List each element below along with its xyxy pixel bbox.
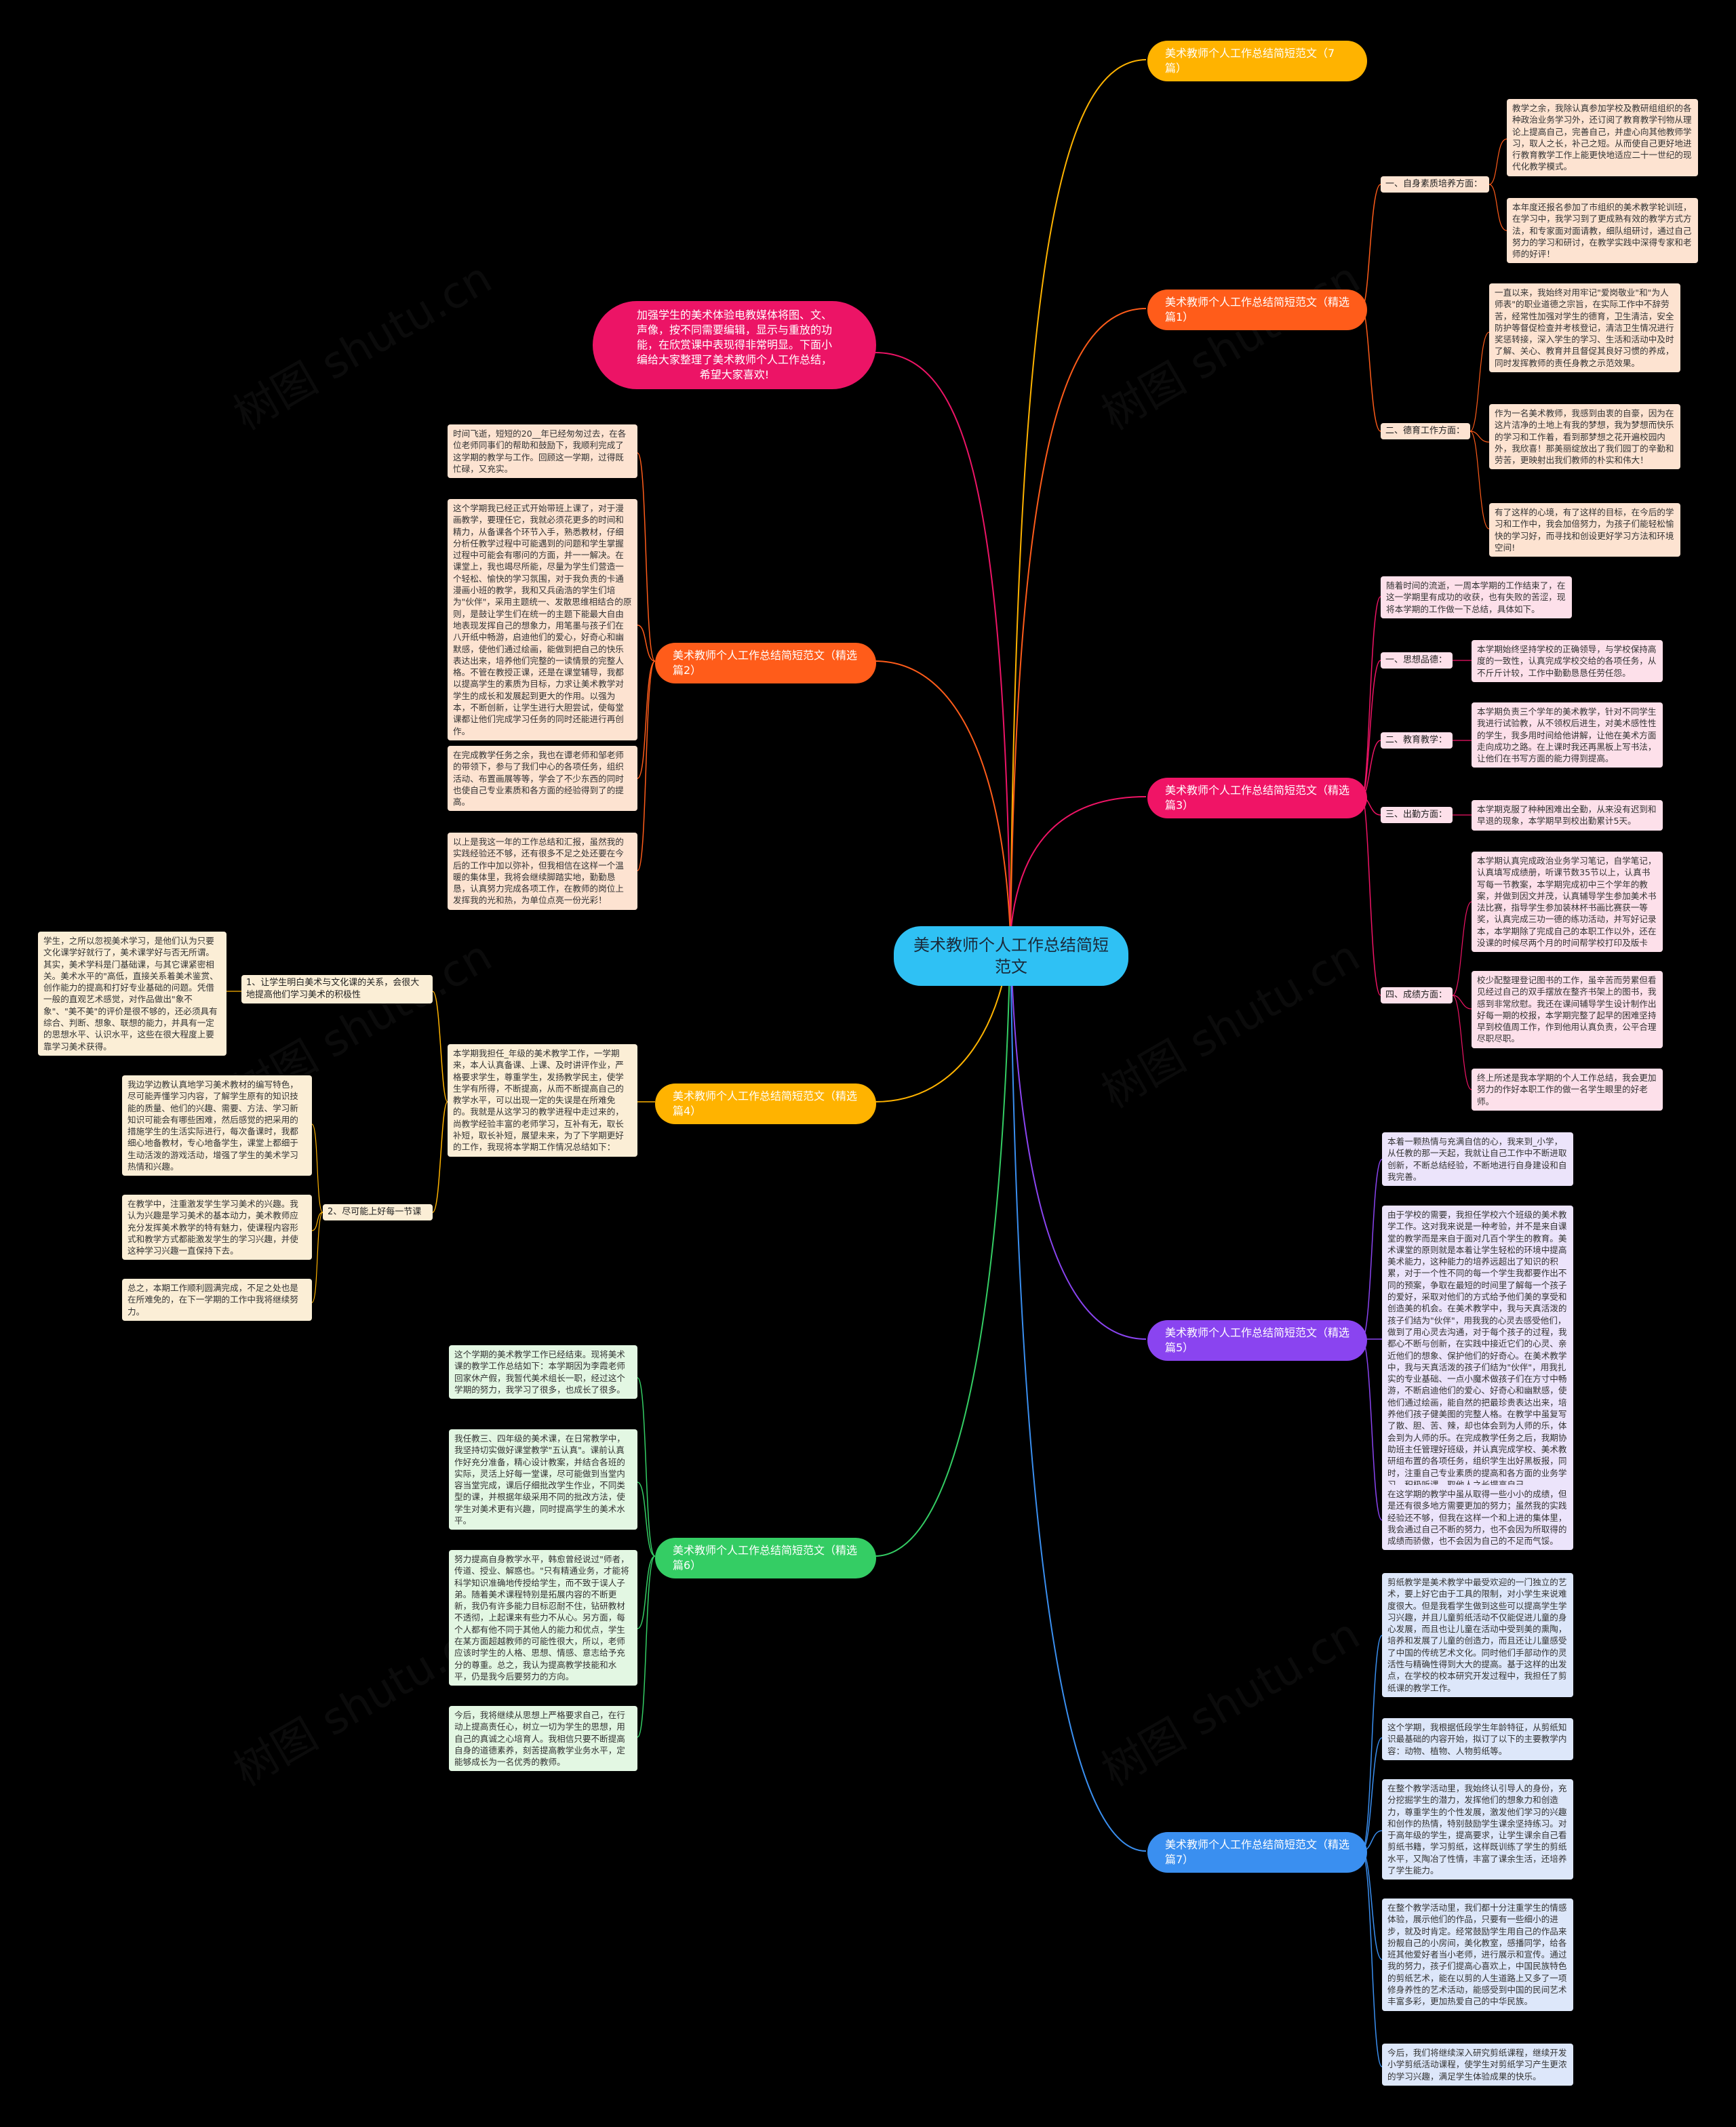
- b3-section-attendance[interactable]: 三、出勤方面：: [1381, 807, 1453, 823]
- b4-main-text: 本学期我担任_年级的美术教学工作，一学期来，本人认真备课、上课、及时讲评作业，严…: [448, 1044, 637, 1157]
- b2-text-1: 时间飞逝，短短的20__年已经匆匆过去，在各位老师同事们的帮助和鼓励下，我顺利完…: [448, 424, 637, 479]
- b7-text-3: 在整个教学活动里，我始终认引导人的身份，充分挖掘学生的潜力，发挥他们的想象力和创…: [1382, 1779, 1573, 1880]
- b6-text-4: 今后，我将继续从思想上严格要求自己，在行动上提高责任心，树立一切为学生的思想，用…: [449, 1706, 637, 1772]
- b5-text-1: 本着一颗热情与充满自信的心，我来到_小学，从任教的那一天起，我就让自己工作中不断…: [1382, 1132, 1573, 1187]
- b4-lesson-text-3: 总之，本期工作顺利圆满完成，不足之处也是在所难免的，在下一学期的工作中我将继续努…: [122, 1279, 312, 1321]
- b5-text-3: 在这学期的教学中虽从取得一些小小的成绩，但是还有很多地方需要更加的努力；虽然我的…: [1382, 1485, 1573, 1551]
- branch-essay-1[interactable]: 美术教师个人工作总结简短范文（精选篇1）: [1147, 290, 1367, 330]
- b6-text-3: 努力提高自身教学水平，韩愈曾经说过"师者，传道、授业、解惑也。"只有精通业务，才…: [449, 1550, 637, 1686]
- branch-essay-5[interactable]: 美术教师个人工作总结简短范文（精选篇5）: [1147, 1320, 1367, 1361]
- b4-lesson-text-1: 我边学边教认真地学习美术教材的编写特色，尽可能弄懂学习内容，了解学生原有的知识技…: [122, 1075, 312, 1176]
- b4-section-every-lesson[interactable]: 2、尽可能上好每一节课: [323, 1204, 433, 1220]
- b3-achievement-text-2: 校少配整理登记图书的工作，虽辛苦而劳累但看见经过自己的双手摆放在整齐书架上的图书…: [1472, 971, 1663, 1048]
- b2-text-2: 这个学期我已经正式开始带班上课了，对于漫画教学，要理任它，我就必须花更多的时间和…: [448, 499, 637, 740]
- branch-essay-3[interactable]: 美术教师个人工作总结简短范文（精选篇3）: [1147, 778, 1367, 818]
- b5-text-2: 由于学校的需要，我担任学校六个班级的美术教学工作。这对我来说是一种考验，并不是来…: [1382, 1206, 1573, 1494]
- b1-section-moral[interactable]: 二、德育工作方面：: [1381, 423, 1470, 439]
- b3-section-teaching[interactable]: 二、教育教学：: [1381, 732, 1453, 749]
- b4-section-motivation[interactable]: 1、让学生明白美术与文化课的关系，会很大地提高他们学习美术的积极性: [241, 975, 433, 1003]
- b2-text-4: 以上是我这一年的工作总结和汇报，虽然我的实践经验还不够，还有很多不足之处还要在今…: [448, 833, 637, 910]
- b2-text-3: 在完成教学任务之余，我也在谭老师和邹老师的带领下，参与了我们中心的各项任务，组织…: [448, 746, 637, 812]
- b3-teaching-text: 本学期负责三个学年的美术教学，针对不同学生我进行试验教，从不领权后进生，对美术感…: [1472, 702, 1663, 768]
- b3-achievement-text-3: 终上所述是我本学期的个人工作总结，我会更加努力的作好本职工作的做一名学生眼里的好…: [1472, 1069, 1663, 1111]
- b7-text-1: 剪纸教学是美术教学中最受欢迎的一门独立的艺术，要上好它由于工具的限制，对小学生来…: [1382, 1573, 1573, 1697]
- b1-section-self-quality[interactable]: 一、自身素质培养方面：: [1381, 176, 1489, 193]
- b7-text-2: 这个学期，我根据低段学生年龄特征，从剪纸知识最基础的内容开始，拟订了以下的主要教…: [1382, 1718, 1573, 1760]
- root-topic[interactable]: 美术教师个人工作总结简短范文: [894, 926, 1128, 986]
- b3-section-ethics[interactable]: 一、思想品德：: [1381, 652, 1453, 669]
- b3-attendance-text: 本学期克服了种种困难出全勤，从来没有迟到和早退的现象，本学期早到校出勤累计5天。: [1472, 800, 1663, 831]
- branch-essay-6[interactable]: 美术教师个人工作总结简短范文（精选篇6）: [655, 1538, 876, 1578]
- branch-essay-2[interactable]: 美术教师个人工作总结简短范文（精选篇2）: [655, 643, 876, 683]
- b3-intro: 随着时间的流逝，一周本学期的工作结束了，在这一学期里有成功的收获，也有失败的苦涩…: [1381, 576, 1572, 618]
- b3-achievement-text-1: 本学期认真完成政治业务学习笔记，自学笔记，认真填写成绩册，听课节数35节以上，认…: [1472, 852, 1663, 953]
- b1-moral-text-3: 有了这样的心境，有了这样的目标，在今后的学习和工作中，我会加倍努力，为孩子们能轻…: [1489, 503, 1680, 557]
- b7-text-4: 在整个教学活动里，我们都十分注重学生的情感体验，展示他们的作品，只要有一些细小的…: [1382, 1899, 1573, 2011]
- intro-summary[interactable]: 加强学生的美术体验电教媒体将图、文、声像，按不同需要编辑，显示与重放的功能，在欣…: [593, 301, 876, 389]
- b4-motivation-text: 学生，之所以忽视美术学习，是他们认为只要文化课学好就行了，美术课学好与否无所谓。…: [38, 932, 226, 1056]
- b1-moral-text-1: 一直以来，我始终对用牢记"爱岗敬业"和"为人师表"的职业道德之宗旨，在实际工作中…: [1489, 283, 1680, 373]
- branch-essay-7[interactable]: 美术教师个人工作总结简短范文（精选篇7）: [1147, 1832, 1367, 1873]
- b3-ethics-text: 本学期始终坚持学校的正确领导，与学校保持高度的一致性，认真完成学校交给的各项任务…: [1472, 640, 1663, 682]
- b6-text-1: 这个学期的美术教学工作已经结束。现将美术课的教学工作总结如下：本学期因为李霞老师…: [449, 1345, 637, 1399]
- b7-text-5: 今后，我们将继续深入研究剪纸课程，继续开发小学剪纸活动课程，使学生对剪纸学习产生…: [1382, 2044, 1573, 2086]
- b1-self-quality-text-1: 教学之余，我除认真参加学校及教研组组织的各种政治业务学习外，还订阅了教育教学刊物…: [1507, 99, 1698, 176]
- branch-overview[interactable]: 美术教师个人工作总结简短范文（7篇）: [1147, 41, 1367, 81]
- b4-lesson-text-2: 在教学中，注重激发学生学习美术的兴趣。我认为兴趣是学习美术的基本动力，美术教师应…: [122, 1195, 312, 1260]
- b1-self-quality-text-2: 本年度还报名参加了市组织的美术教学轮训班，在学习中，我学习到了更成熟有效的教学方…: [1507, 198, 1698, 264]
- b3-section-achievement[interactable]: 四、成绩方面：: [1381, 987, 1453, 1003]
- b1-moral-text-2: 作为一名美术教师，我感到由衷的自豪，因为在这片洁净的土地上有我的梦想，我为梦想而…: [1489, 404, 1680, 470]
- branch-essay-4[interactable]: 美术教师个人工作总结简短范文（精选篇4）: [655, 1084, 876, 1124]
- b6-text-2: 我任教三、四年级的美术课，在日常教学中，我坚持切实做好课堂教学"五认真"。课前认…: [449, 1429, 637, 1530]
